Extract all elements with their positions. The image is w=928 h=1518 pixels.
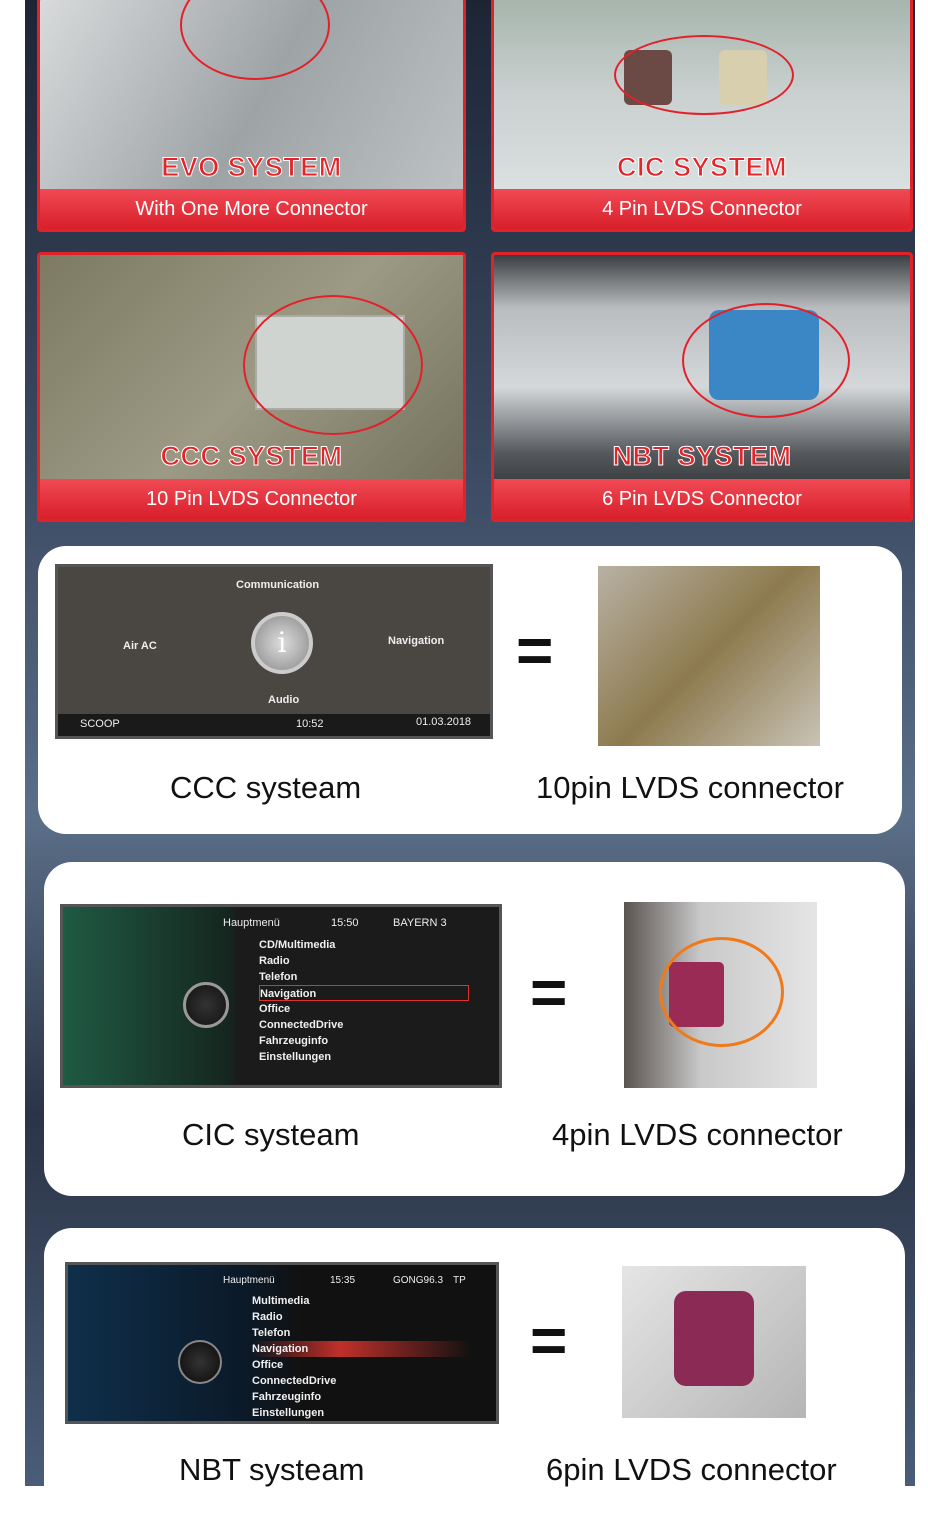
highlight-circle (243, 295, 423, 435)
screen-header: Hauptmenü (223, 917, 280, 929)
6pin-connector-photo (622, 1266, 806, 1418)
menu-item: Telefon (259, 971, 298, 983)
system-caption: With One More Connector (40, 189, 463, 229)
menu-item: Radio (259, 955, 290, 967)
system-title: CCC SYSTEM (160, 441, 343, 472)
screen-station: BAYERN 3 (393, 917, 447, 929)
screen-header: Hauptmenü (223, 1275, 275, 1286)
menu-item: Fahrzeuginfo (252, 1391, 322, 1403)
status-bar: SCOOP 10:52 01.03.2018 (58, 714, 490, 736)
right-caption: 4pin LVDS connector (552, 1117, 843, 1152)
screen-station: GONG96.3 (393, 1275, 444, 1286)
menu-item: Office (259, 1003, 291, 1015)
right-caption: 6pin LVDS connector (546, 1452, 837, 1487)
right-caption: 10pin LVDS connector (536, 770, 844, 805)
system-title: NBT SYSTEM (612, 441, 792, 472)
system-caption: 6 Pin LVDS Connector (494, 479, 910, 519)
screen-navigation: Navigation (388, 635, 445, 647)
nbt-panel: NBT SYSTEM 6 Pin LVDS Connector (491, 252, 913, 522)
menu-item: ConnectedDrive (252, 1375, 337, 1387)
status-time: 10:52 (296, 718, 324, 730)
highlight-circle (614, 35, 794, 115)
orange-circle (659, 937, 784, 1047)
10pin-connector-photo (598, 566, 820, 746)
menu-item: Einstellungen (259, 1051, 332, 1063)
system-caption: 10 Pin LVDS Connector (40, 479, 463, 519)
ccc-screen: Communication Air AC Navigation Audio i … (55, 564, 493, 739)
menu-item: Navigation (259, 985, 469, 1001)
evo-panel: EVO SYSTEM With One More Connector (37, 0, 466, 232)
equals-sign: = (516, 614, 554, 686)
screen-communication: Communication (236, 579, 320, 591)
status-source: SCOOP (80, 718, 120, 730)
info-knob-icon: i (251, 612, 313, 674)
pink-connector (674, 1291, 754, 1386)
menu-item: Office (252, 1359, 284, 1371)
menu-item: Einstellungen (252, 1407, 325, 1419)
menu-item: Telefon (252, 1327, 291, 1339)
left-caption: NBT systeam (179, 1452, 365, 1487)
cic-panel: CIC SYSTEM 4 Pin LVDS Connector (491, 0, 913, 232)
equals-sign: = (530, 1304, 568, 1376)
controller-knob-icon (178, 1340, 222, 1384)
screen-time: 15:50 (331, 917, 359, 929)
menu-item: Navigation (252, 1341, 472, 1357)
left-caption: CIC systeam (182, 1117, 360, 1152)
menu-item: Multimedia (252, 1295, 310, 1307)
highlight-circle (682, 303, 850, 418)
system-title: EVO SYSTEM (161, 152, 342, 183)
menu-item: CD/Multimedia (259, 939, 336, 951)
4pin-connector-photo (624, 902, 817, 1088)
equals-sign: = (530, 956, 568, 1028)
controller-knob-icon (183, 982, 229, 1028)
system-caption: 4 Pin LVDS Connector (494, 189, 910, 229)
menu-item: ConnectedDrive (259, 1019, 344, 1031)
ccc-panel: CCC SYSTEM 10 Pin LVDS Connector (37, 252, 466, 522)
left-caption: CCC systeam (170, 770, 362, 805)
screen-tp: TP (453, 1275, 466, 1286)
status-date: 01.03.2018 (416, 716, 472, 728)
screen-air-ac: Air AC (123, 640, 157, 652)
menu-item: Radio (252, 1311, 283, 1323)
system-title: CIC SYSTEM (616, 152, 788, 183)
screen-audio: Audio (268, 694, 300, 706)
ccc-card: Communication Air AC Navigation Audio i … (38, 546, 902, 834)
screen-time: 15:35 (330, 1275, 356, 1286)
menu-item: Fahrzeuginfo (259, 1035, 329, 1047)
